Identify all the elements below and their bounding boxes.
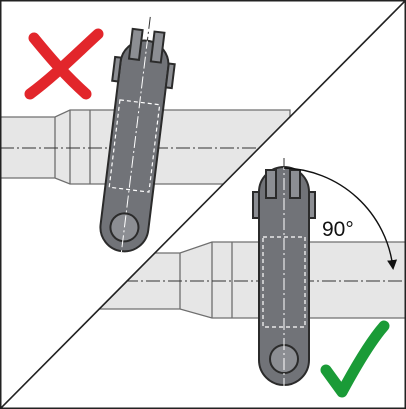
angle-arc [283,167,398,270]
correct-example: 90° [79,158,406,398]
tool-incorrect [99,16,176,262]
cross-mark-icon [24,28,104,100]
tool-correct [252,158,316,398]
check-mark-icon [320,320,390,398]
angle-label: 90° [322,218,354,241]
shaft-correct [79,241,406,319]
incorrect-example [0,16,291,262]
